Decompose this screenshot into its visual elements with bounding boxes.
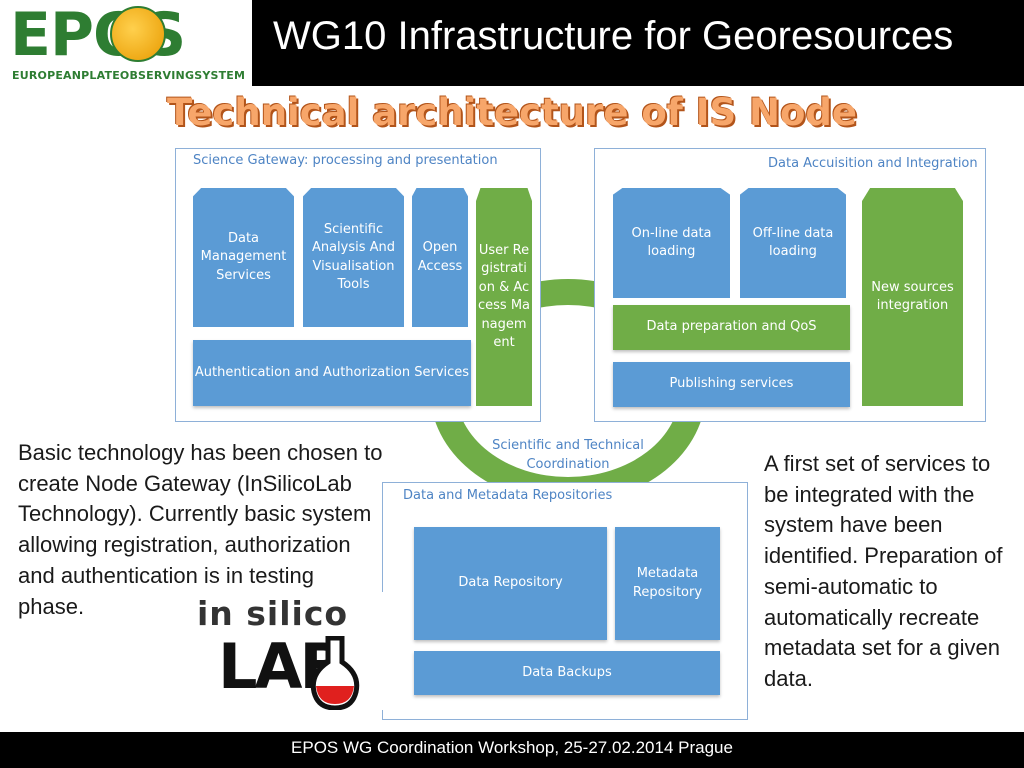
auth-services-block: Authentication and Authorization Service… [193,340,471,406]
footer-bar [0,732,1024,768]
data-backups-block: Data Backups [414,651,720,695]
slide-subtitle: Technical architecture of IS Node [167,91,857,134]
slide-title: WG10 Infrastructure for Georesources [273,14,954,58]
scientific-analysis-block: Scientific Analysis And Visualisation To… [303,188,404,327]
insilicolab-logo-line1: in silico [197,594,349,633]
right-description: A first set of services to be integrated… [764,451,1003,691]
data-acquisition-label: Data Accuisition and Integration [768,156,978,171]
user-registration-block: User Registration & Access Management [476,188,532,406]
offline-loading-block: Off-line data loading [740,188,846,298]
new-sources-block: New sources integration [862,188,963,406]
data-preparation-block: Data preparation and QoS [613,305,850,350]
footer-text: EPOS WG Coordination Workshop, 25-27.02.… [291,738,733,757]
europe-globe-icon [110,6,166,62]
open-access-block: Open Access [412,188,468,327]
repositories-label: Data and Metadata Repositories [403,488,613,503]
science-gateway-label: Science Gateway: processing and presenta… [193,153,498,168]
coordination-label: Scientific and Technical Coordination [492,438,644,472]
left-description: Basic technology has been chosen to crea… [18,440,383,619]
metadata-repository-block: Metadata Repository [615,527,720,640]
data-management-block: Data Management Services [193,188,294,327]
flask-icon [310,636,360,710]
publishing-services-block: Publishing services [613,362,850,407]
data-repository-block: Data Repository [414,527,607,640]
epos-logo-subtitle: EUROPEANPLATEOBSERVINGSYSTEM [12,69,246,82]
insilicolab-logo [193,592,400,710]
online-loading-block: On-line data loading [613,188,730,298]
